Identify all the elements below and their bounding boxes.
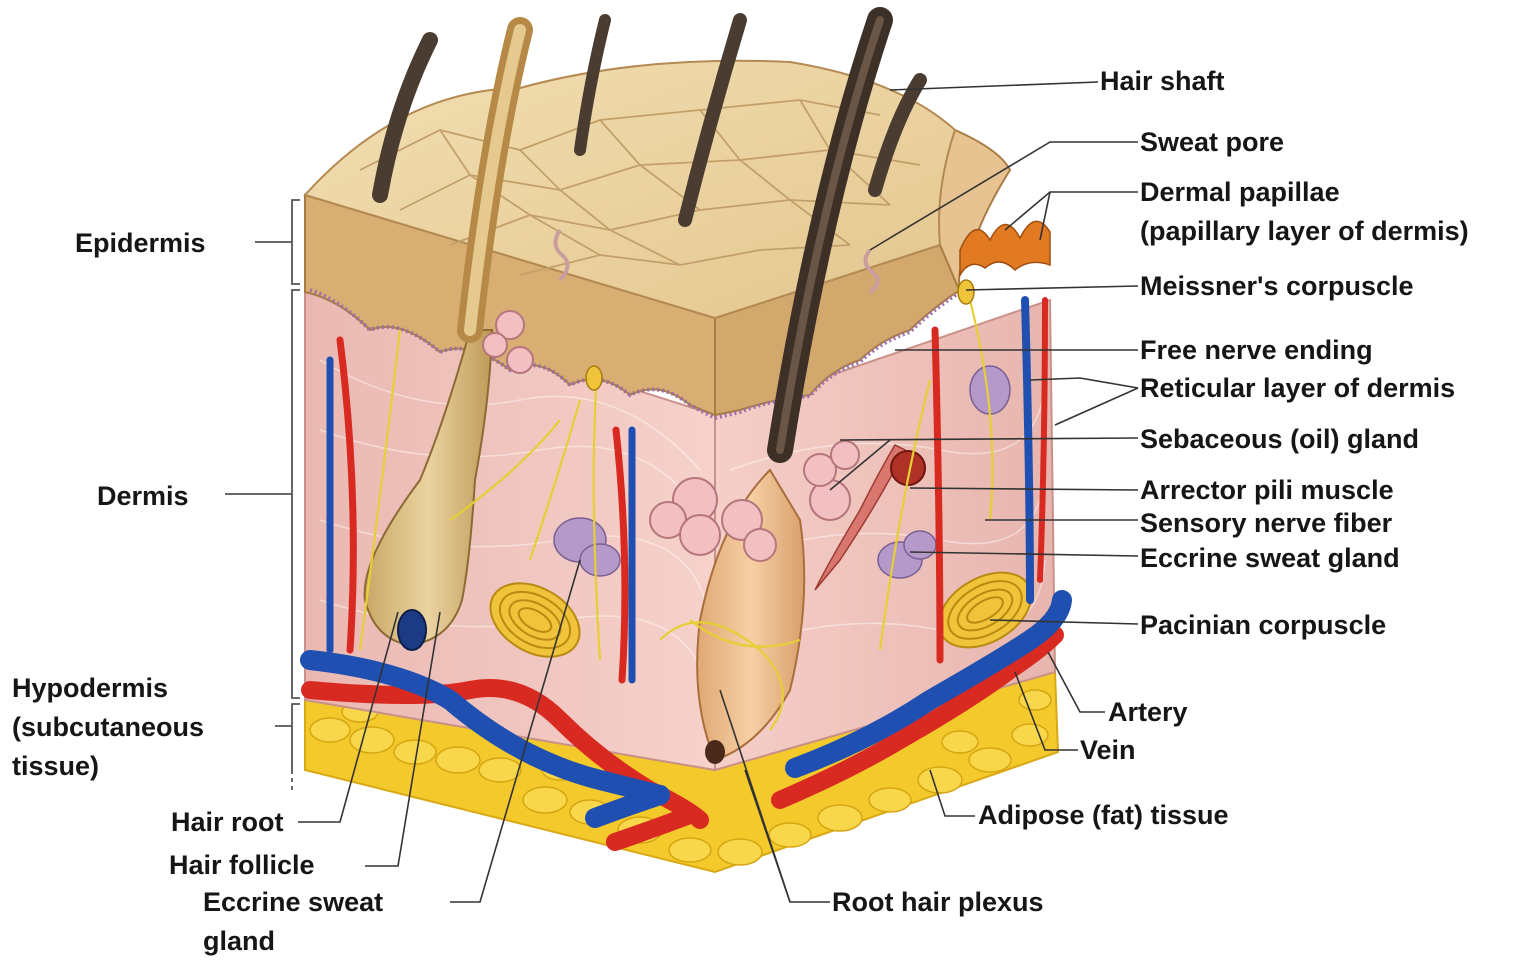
label-hair-shaft: Hair shaft <box>1100 66 1225 96</box>
label-arrector: Arrector pili muscle <box>1140 475 1394 505</box>
label-hypodermis-2: (subcutaneous <box>12 712 205 742</box>
label-epidermis: Epidermis <box>75 228 206 258</box>
nerve-fibers <box>358 299 994 731</box>
label-pacinian: Pacinian corpuscle <box>1140 610 1387 640</box>
label-artery: Artery <box>1108 697 1188 727</box>
label-hypodermis-3: tissue) <box>12 751 100 781</box>
sweat-ducts <box>553 228 880 294</box>
label-dermal-papillae-2: (papillary layer of dermis) <box>1140 216 1469 246</box>
skin-surface <box>303 59 957 320</box>
label-dermal-papillae-1: Dermal papillae <box>1140 177 1340 207</box>
label-hair-follicle: Hair follicle <box>169 850 315 880</box>
leader-lines <box>298 81 1139 903</box>
label-hypodermis-1: Hypodermis <box>12 673 169 703</box>
sebaceous-glands <box>482 310 860 562</box>
label-sebaceous: Sebaceous (oil) gland <box>1140 424 1420 454</box>
adipose-tissue <box>304 670 1060 874</box>
label-eccrine-bottom-1: Eccrine sweat <box>203 887 384 917</box>
label-hair-root: Hair root <box>171 807 284 837</box>
label-eccrine-bottom-2: gland <box>203 926 275 956</box>
label-sweat-pore: Sweat pore <box>1140 127 1285 157</box>
layer-brackets <box>225 199 300 790</box>
label-vein: Vein <box>1080 735 1136 765</box>
label-meissner: Meissner's corpuscle <box>1140 271 1414 301</box>
label-eccrine-right: Eccrine sweat gland <box>1140 543 1400 573</box>
label-reticular: Reticular layer of dermis <box>1140 373 1456 403</box>
label-sensory: Sensory nerve fiber <box>1140 508 1393 538</box>
label-dermis: Dermis <box>97 481 189 511</box>
label-root-hair-plexus: Root hair plexus <box>832 887 1044 917</box>
center-follicle <box>696 468 806 764</box>
hair-follicle <box>363 329 494 651</box>
meissner-corpuscles <box>585 279 975 391</box>
blood-vessels <box>300 296 1072 851</box>
label-adipose: Adipose (fat) tissue <box>978 800 1229 830</box>
arrector-pili <box>814 444 926 591</box>
dermal-papillae <box>959 220 1051 278</box>
label-free-nerve: Free nerve ending <box>1140 335 1373 365</box>
